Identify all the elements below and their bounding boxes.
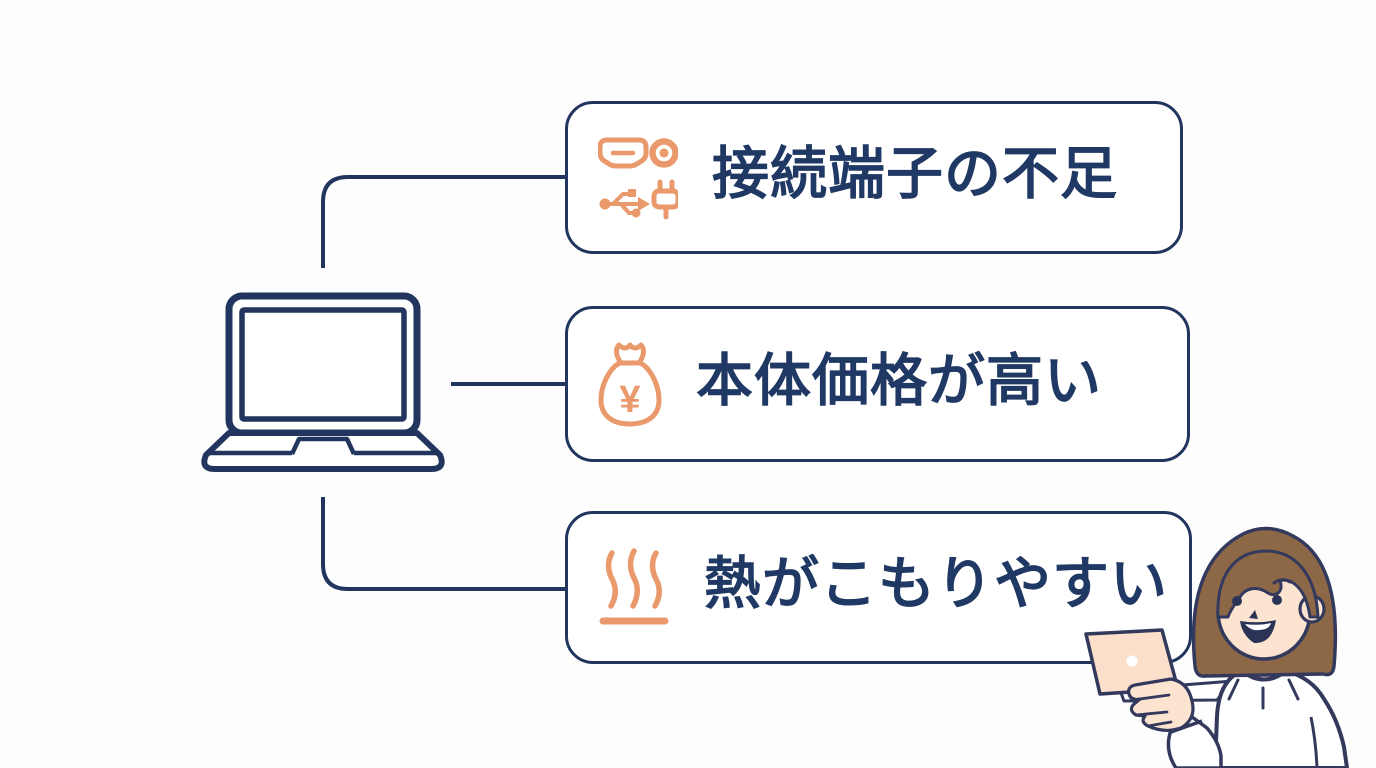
- connector-top: [321, 175, 565, 268]
- arm-crease-line: [1309, 716, 1319, 768]
- card-price: ¥ 本体価格が高い: [565, 306, 1190, 462]
- woman-facial-features: [1232, 578, 1292, 644]
- laptop-icon: [195, 288, 455, 480]
- connector-bottom: [321, 497, 565, 591]
- woman-illustration: [1083, 520, 1376, 768]
- ports-icon: [598, 137, 678, 219]
- money-bag-icon: ¥: [598, 342, 662, 427]
- card-ports: 接続端子の不足: [565, 101, 1183, 254]
- heat-waves-icon: [599, 547, 669, 624]
- yen-symbol: ¥: [619, 379, 640, 421]
- laptop-logo-dot: [1126, 655, 1138, 667]
- collar-gather-lines: [1227, 678, 1300, 710]
- laptop-notch: [289, 436, 357, 455]
- card-label: 熱がこもりやすい: [704, 552, 1168, 616]
- woman-hand: [1127, 677, 1195, 733]
- laptop-screen-inner: [239, 307, 407, 422]
- card-label: 本体価格が高い: [696, 348, 1102, 413]
- card-label: 接続端子の不足: [712, 142, 1118, 206]
